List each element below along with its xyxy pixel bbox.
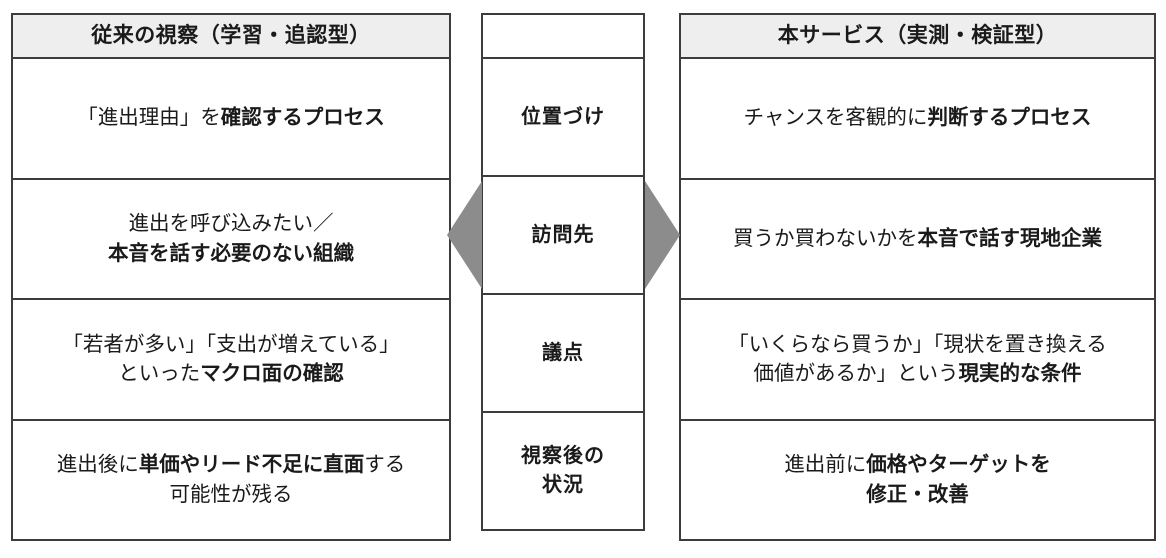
- right-cell-visit-target: 買うか買わないかを本音で話す現地企業: [681, 180, 1154, 300]
- text-bold: 確認するプロセス: [220, 106, 385, 130]
- left-cell-discussion-points: 「若者が多い」「支出が増えている」といったマクロ面の確認: [13, 300, 449, 421]
- text-bold: 単価やリード不足に直面: [138, 453, 365, 477]
- text-bold-2: 修正・改善: [866, 482, 969, 506]
- left-cell-after-visit: 進出後に単価やリード不足に直面する可能性が残る: [13, 421, 449, 540]
- text-line-2-plain: といった: [118, 362, 201, 386]
- right-cell-visit-target-text: 買うか買わないかを本音で話す現地企業: [693, 224, 1142, 254]
- text-line-2: 可能性が残る: [169, 482, 293, 506]
- left-table-header: 従来の視察（学習・追認型）: [13, 15, 449, 59]
- left-cell-after-visit-text: 進出後に単価やリード不足に直面する可能性が残る: [25, 450, 437, 509]
- right-cell-discussion-points: 「いくらなら買うか」「現状を置き換える価値があるか」という現実的な条件: [681, 300, 1154, 421]
- middle-cell-discussion-points-label: 議点: [542, 341, 584, 364]
- middle-table-header: [483, 15, 643, 59]
- middle-cell-visit-target-label: 訪問先: [531, 223, 595, 246]
- right-table-header-label: 本サービス（実測・検証型）: [777, 23, 1058, 47]
- text-line-2-bold: 本音を話す必要のない組織: [108, 241, 354, 265]
- left-cell-visit-target: 進出を呼び込みたい／ 本音を話す必要のない組織: [13, 180, 449, 300]
- right-comparison-table: 本サービス（実測・検証型） チャンスを客観的に判断するプロセス 買うか買わないか…: [679, 13, 1156, 541]
- left-cell-visit-target-text: 進出を呼び込みたい／ 本音を話す必要のない組織: [25, 209, 437, 268]
- text-bold: 判断するプロセス: [927, 106, 1092, 130]
- middle-cell-discussion-points: 議点: [483, 295, 643, 413]
- middle-cell-visit-target: 訪問先: [483, 177, 643, 295]
- right-cell-positioning: チャンスを客観的に判断するプロセス: [681, 59, 1154, 180]
- label-line-2: 状況: [542, 474, 584, 496]
- text-line-2-bold: マクロ面の確認: [200, 362, 344, 386]
- text-line-1: 進出を呼び込みたい／: [128, 212, 334, 236]
- left-cell-discussion-points-text: 「若者が多い」「支出が増えている」といったマクロ面の確認: [25, 330, 437, 389]
- middle-cell-positioning-label: 位置づけ: [521, 105, 605, 128]
- middle-cell-after-visit: 視察後の状況: [483, 413, 643, 529]
- text-plain: 進出前に: [784, 453, 867, 477]
- label-line-1: 視察後の: [521, 445, 605, 467]
- text-plain: 「進出理由」を: [77, 106, 221, 130]
- right-cell-after-visit: 進出前に価格やターゲットを修正・改善: [681, 421, 1154, 540]
- text-line-1: 「若者が多い」「支出が増えている」: [62, 332, 400, 356]
- right-table-header: 本サービス（実測・検証型）: [681, 15, 1154, 59]
- left-cell-positioning: 「進出理由」を確認するプロセス: [13, 59, 449, 180]
- text-bold-1: 価格やターゲットを: [866, 453, 1051, 477]
- text-line-2-bold: 現実的な条件: [958, 362, 1082, 386]
- middle-axis-table: 位置づけ 訪問先 議点 視察後の状況: [481, 13, 645, 531]
- middle-cell-positioning: 位置づけ: [483, 59, 643, 177]
- text-plain: 買うか買わないかを: [733, 226, 918, 250]
- text-plain-a: 進出後に: [56, 453, 139, 477]
- right-cell-after-visit-text: 進出前に価格やターゲットを修正・改善: [693, 450, 1142, 509]
- left-comparison-table: 従来の視察（学習・追認型） 「進出理由」を確認するプロセス 進出を呼び込みたい／…: [11, 13, 451, 541]
- text-line-1: 「いくらなら買うか」「現状を置き換える: [728, 332, 1107, 356]
- left-cell-positioning-text: 「進出理由」を確認するプロセス: [25, 103, 437, 133]
- right-cell-discussion-points-text: 「いくらなら買うか」「現状を置き換える価値があるか」という現実的な条件: [693, 330, 1142, 389]
- text-line-2-plain: 価値があるか」という: [753, 362, 959, 386]
- left-table-header-label: 従来の視察（学習・追認型）: [91, 23, 371, 47]
- text-plain-b: する: [364, 453, 406, 477]
- text-bold: 本音で話す現地企業: [917, 226, 1103, 250]
- text-plain: チャンスを客観的に: [743, 106, 928, 130]
- middle-cell-after-visit-label: 視察後の状況: [495, 442, 631, 500]
- left-pointing-arrow-icon: [447, 181, 482, 289]
- right-pointing-arrow-icon: [645, 181, 680, 289]
- right-cell-positioning-text: チャンスを客観的に判断するプロセス: [693, 103, 1142, 133]
